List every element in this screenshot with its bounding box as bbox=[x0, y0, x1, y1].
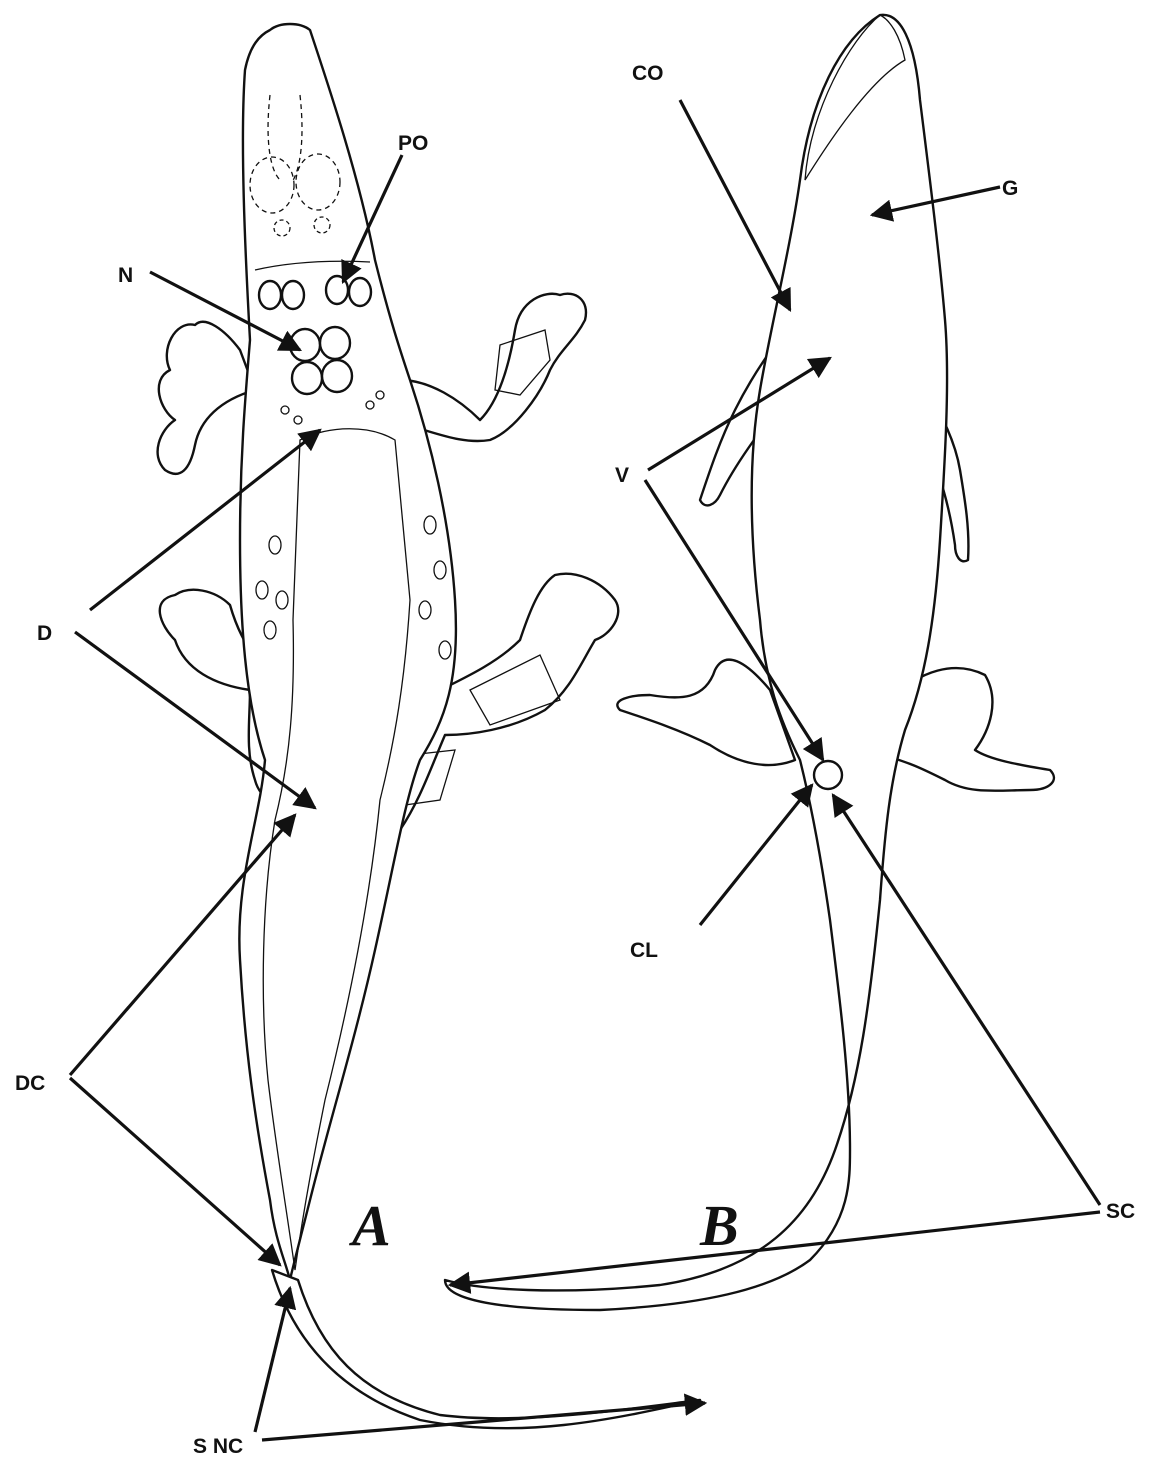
label-g: G bbox=[1002, 177, 1018, 200]
b-cloaca bbox=[814, 761, 842, 789]
label-snc: S NC bbox=[193, 1435, 243, 1458]
arrow-dc-lower bbox=[70, 1078, 280, 1265]
a-left-forelimb bbox=[158, 322, 255, 474]
label-po: PO bbox=[398, 132, 428, 155]
arrow-co bbox=[680, 100, 790, 310]
a-right-forelimb bbox=[400, 294, 586, 441]
label-d: D bbox=[37, 622, 52, 645]
label-v: V bbox=[615, 464, 629, 487]
panel-label-b: B bbox=[699, 1193, 739, 1258]
panel-label-a: A bbox=[349, 1193, 391, 1258]
label-cl: CL bbox=[630, 939, 658, 962]
arrow-snc-lower bbox=[262, 1403, 705, 1440]
label-dc: DC bbox=[15, 1072, 45, 1095]
label-sc: SC bbox=[1106, 1200, 1135, 1223]
arrow-cl bbox=[700, 785, 812, 925]
label-n: N bbox=[118, 264, 133, 287]
arrow-snc-upper bbox=[255, 1288, 290, 1432]
arrow-sc-upper bbox=[833, 795, 1100, 1205]
specimen-a-dorsal bbox=[158, 24, 700, 1428]
label-co: CO bbox=[632, 62, 664, 85]
